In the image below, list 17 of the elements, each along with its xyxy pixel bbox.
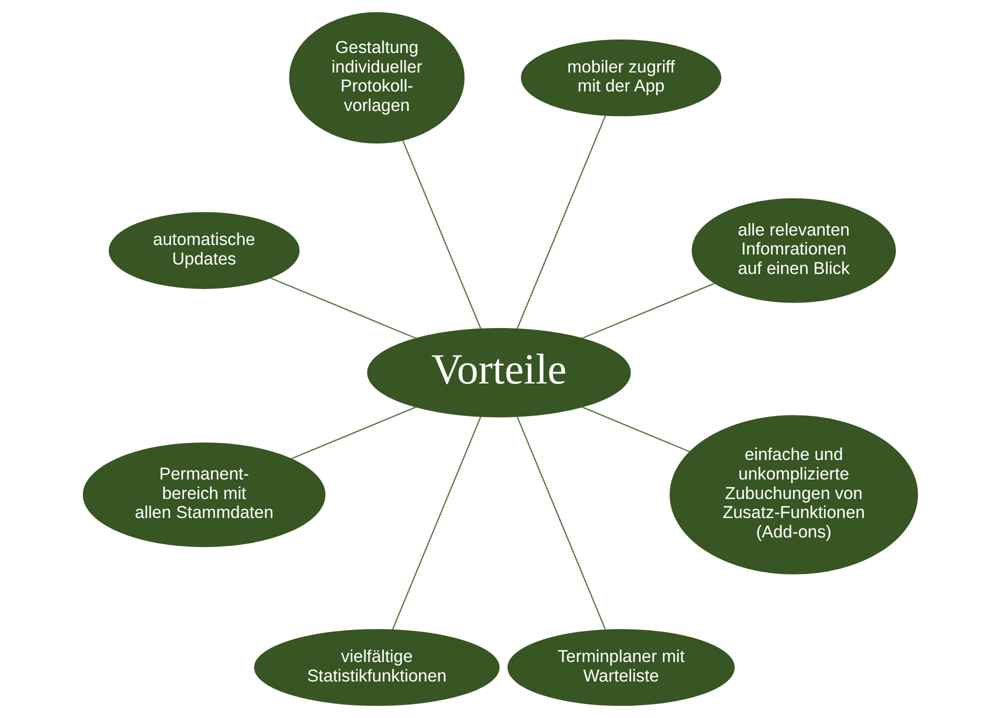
connector (391, 416, 481, 630)
node-ellipse: Permanent- bereich mit allen Stammdaten (82, 442, 325, 548)
node-ellipse: alle relevanten Infomrationen auf einen Blick (691, 198, 896, 303)
node-ellipse: mobiler zugriff mit der App (520, 39, 721, 116)
node-ellipse: Gestaltung individueller Protokoll- vorlagen (288, 12, 464, 144)
connector (516, 116, 606, 330)
connector (290, 406, 416, 460)
connector (581, 406, 690, 452)
connector (516, 416, 606, 630)
connector (270, 277, 416, 339)
node-ellipse: Vorteile (366, 328, 630, 418)
node-ellipse: Terminplaner mit Warteliste (506, 629, 734, 706)
connector (402, 140, 481, 330)
connector (581, 282, 714, 339)
node-ellipse: einfache und unkomplizierte Zubuchungen von Zusatz-Funktionen (Add-ons) (669, 415, 918, 574)
node-ellipse: automatische Updates (108, 212, 300, 289)
node-ellipse: vielfältige Statistikfunktionen (254, 629, 500, 706)
